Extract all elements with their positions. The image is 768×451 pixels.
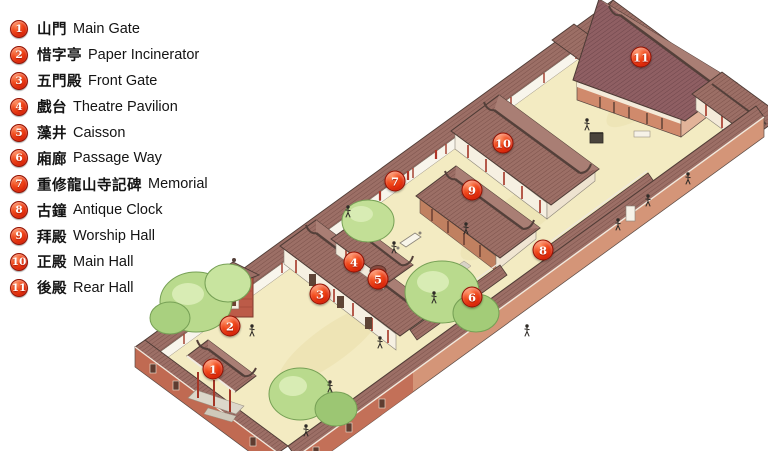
legend-item-9: 9 拜殿 Worship Hall — [10, 223, 208, 249]
map-marker-3[interactable]: 3 — [309, 283, 331, 305]
legend-item-10: 10 正殿 Main Hall — [10, 249, 208, 275]
legend-en-label: Memorial — [148, 176, 208, 193]
marker-number: 5 — [373, 272, 382, 286]
marker-number: 4 — [349, 255, 358, 269]
marker-number: 1 — [208, 362, 217, 376]
legend-badge-5: 5 — [10, 123, 28, 142]
tree — [341, 199, 395, 243]
legend-badge-3: 3 — [10, 71, 28, 90]
legend-badge-8: 8 — [10, 201, 28, 220]
legend: 1 山門 Main Gate 2 惜字亭 Paper Incinerator 3… — [10, 16, 208, 301]
legend-en-label: Paper Incinerator — [88, 46, 200, 63]
legend-zh-label: 後殿 — [37, 281, 67, 298]
legend-badge-4: 4 — [10, 97, 28, 116]
map-marker-7[interactable]: 7 — [384, 170, 406, 192]
map-marker-6[interactable]: 6 — [461, 286, 483, 308]
south-wall — [287, 105, 765, 451]
marker-number: 6 — [467, 290, 476, 304]
legend-badge-10: 10 — [10, 252, 28, 271]
map-marker-2[interactable]: 2 — [219, 315, 241, 337]
map-marker-1[interactable]: 1 — [202, 358, 224, 380]
marker-number: 9 — [467, 183, 476, 197]
legend-item-1: 1 山門 Main Gate — [10, 16, 208, 42]
rear-hall-calligraphy — [599, 97, 663, 129]
map-marker-10[interactable]: 10 — [492, 132, 514, 154]
legend-en-label: Rear Hall — [73, 279, 134, 296]
legend-en-label: Front Gate — [88, 72, 158, 89]
legend-en-label: Worship Hall — [73, 228, 155, 245]
legend-zh-label: 古鐘 — [37, 203, 67, 220]
tree — [149, 263, 252, 335]
map-marker-11[interactable]: 11 — [630, 46, 652, 68]
legend-zh-label: 重修龍山寺記碑 — [37, 177, 142, 194]
rear-hall-structure — [572, 0, 738, 138]
incense-burner — [589, 132, 604, 144]
courtyard-table — [396, 231, 422, 250]
marker-number: 10 — [494, 136, 511, 150]
legend-zh-label: 戲台 — [37, 100, 67, 117]
marker-number: 8 — [538, 243, 547, 257]
marker-number: 3 — [315, 287, 324, 301]
legend-item-5: 5 藻井 Caisson — [10, 120, 208, 146]
marker-number: 7 — [390, 174, 399, 188]
legend-zh-label: 惜字亭 — [37, 48, 82, 65]
legend-badge-11: 11 — [10, 278, 28, 297]
legend-item-11: 11 後殿 Rear Hall — [10, 275, 208, 301]
legend-badge-9: 9 — [10, 227, 28, 246]
legend-item-3: 3 五門殿 Front Gate — [10, 68, 208, 94]
map-marker-8[interactable]: 8 — [532, 239, 554, 261]
legend-badge-2: 2 — [10, 45, 28, 64]
map-marker-4[interactable]: 4 — [343, 251, 365, 273]
legend-zh-label: 正殿 — [37, 255, 67, 272]
legend-item-2: 2 惜字亭 Paper Incinerator — [10, 42, 208, 68]
legend-en-label: Passage Way — [73, 150, 162, 167]
wall-door — [625, 205, 636, 222]
legend-zh-label: 山門 — [37, 22, 67, 39]
legend-badge-6: 6 — [10, 149, 28, 168]
map-marker-5[interactable]: 5 — [367, 268, 389, 290]
tree — [268, 367, 358, 427]
legend-badge-7: 7 — [10, 175, 28, 194]
map-marker-9[interactable]: 9 — [461, 179, 483, 201]
legend-en-label: Main Hall — [73, 253, 134, 270]
legend-badge-1: 1 — [10, 19, 28, 38]
legend-en-label: Main Gate — [73, 20, 140, 37]
legend-en-label: Antique Clock — [73, 202, 163, 219]
marker-number: 2 — [225, 319, 234, 333]
main-hall-structure — [450, 94, 600, 220]
legend-item-8: 8 古鐘 Antique Clock — [10, 197, 208, 223]
legend-item-6: 6 廂廊 Passage Way — [10, 145, 208, 171]
legend-zh-label: 藻井 — [37, 126, 67, 142]
legend-en-label: Theatre Pavilion — [73, 98, 178, 115]
legend-item-7: 7 重修龍山寺記碑 Memorial — [10, 171, 208, 197]
legend-zh-label: 五門殿 — [37, 74, 82, 91]
legend-zh-label: 拜殿 — [37, 229, 67, 246]
legend-item-4: 4 戲台 Theatre Pavilion — [10, 94, 208, 120]
marker-number: 11 — [632, 50, 649, 64]
legend-en-label: Caisson — [73, 124, 126, 141]
legend-zh-label: 廂廊 — [37, 151, 67, 168]
